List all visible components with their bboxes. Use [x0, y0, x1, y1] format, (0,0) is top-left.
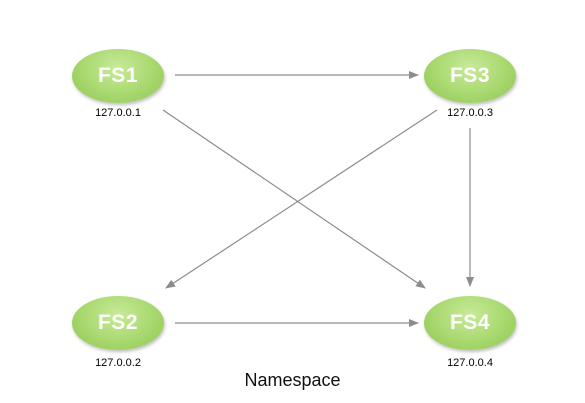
node-fs1-ip: 127.0.0.1	[95, 107, 141, 119]
edge-fs3-fs2	[165, 109, 438, 289]
node-fs2-ip: 127.0.0.2	[95, 357, 141, 369]
node-fs1: FS1	[72, 49, 164, 103]
node-fs3: FS3	[424, 49, 516, 103]
node-fs2-label: FS2	[97, 311, 138, 334]
node-fs4-label: FS4	[449, 311, 490, 334]
diagram-caption: Namespace	[244, 370, 341, 390]
node-fs4-ip: 127.0.0.4	[447, 357, 493, 369]
node-fs3-ip: 127.0.0.3	[447, 107, 493, 119]
node-fs3-label: FS3	[449, 64, 490, 87]
node-fs1-label: FS1	[97, 64, 138, 87]
node-fs4: FS4	[424, 296, 516, 350]
node-fs2: FS2	[72, 296, 164, 350]
edge-fs1-fs4	[162, 109, 426, 289]
